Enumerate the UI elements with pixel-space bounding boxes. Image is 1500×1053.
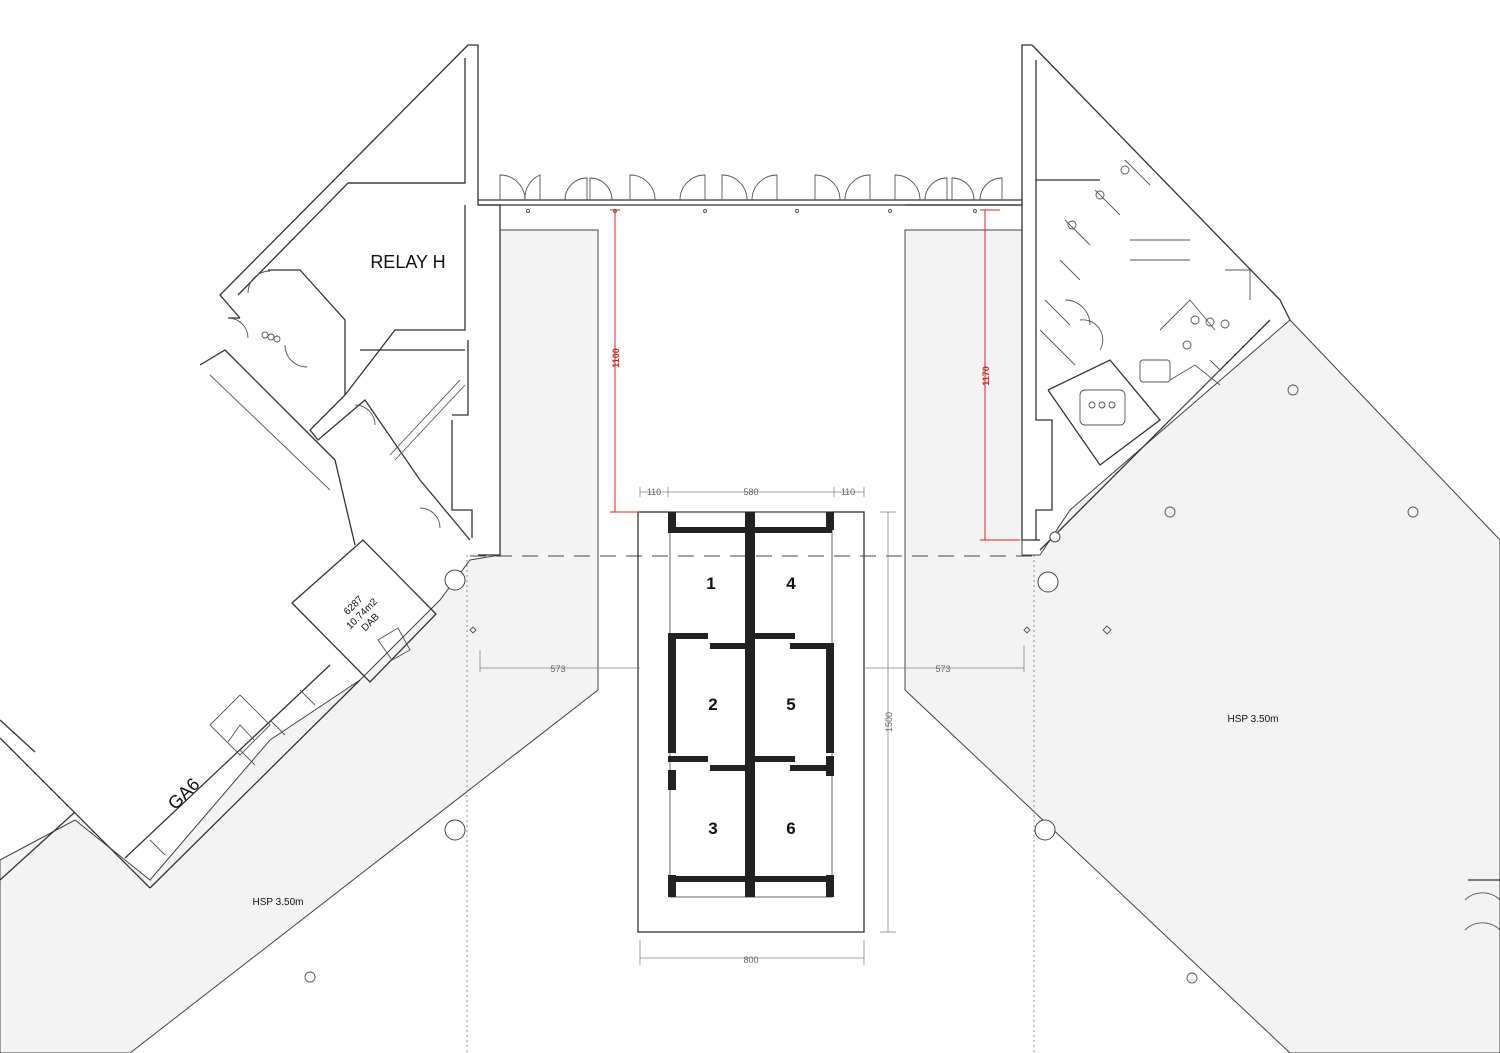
dimension-gap-right: 573 xyxy=(935,664,950,674)
door-strip xyxy=(478,174,1022,213)
left-wing-walls xyxy=(0,44,501,889)
dimension-right-depth: 1170 xyxy=(981,366,991,386)
dimension-margin-right: 110 xyxy=(841,487,855,497)
dimension-margin-left: 110 xyxy=(647,487,661,497)
accessible-wc-icon xyxy=(1079,389,1126,426)
booth-number: 1 xyxy=(706,574,715,593)
dimension-lines xyxy=(479,487,1025,965)
dimension-left-depth: 1100 xyxy=(611,348,621,368)
ga-label: GA6 xyxy=(164,774,204,814)
left-floor-zone xyxy=(0,229,599,1053)
wc-sign-icon xyxy=(1139,359,1171,383)
right-floor-zone xyxy=(904,229,1500,1053)
booth-number: 3 xyxy=(708,819,717,838)
hanger-sign xyxy=(209,694,271,756)
depth-dimension-left xyxy=(610,209,640,513)
booth-number: 2 xyxy=(708,695,717,714)
relay-label: RELAY H xyxy=(370,252,445,272)
booth-number: 5 xyxy=(786,695,795,714)
booth-number: 4 xyxy=(786,574,796,593)
dimension-total-width: 800 xyxy=(743,955,758,965)
dab-room-label: 6287 10.74m2 DAB xyxy=(342,594,382,634)
booth-number: 6 xyxy=(786,819,795,838)
right-wing-walls xyxy=(905,44,1500,931)
hsp-label-left: HSP 3.50m xyxy=(253,897,304,908)
depth-dimension-right xyxy=(980,209,1020,541)
booth-block xyxy=(637,511,865,933)
dimension-total-height: 1500 xyxy=(884,712,894,732)
dimension-inner-width: 580 xyxy=(743,487,758,497)
structural-columns xyxy=(304,384,1419,984)
dimension-gap-left: 573 xyxy=(550,664,565,674)
hsp-label-right: HSP 3.50m xyxy=(1228,714,1279,725)
